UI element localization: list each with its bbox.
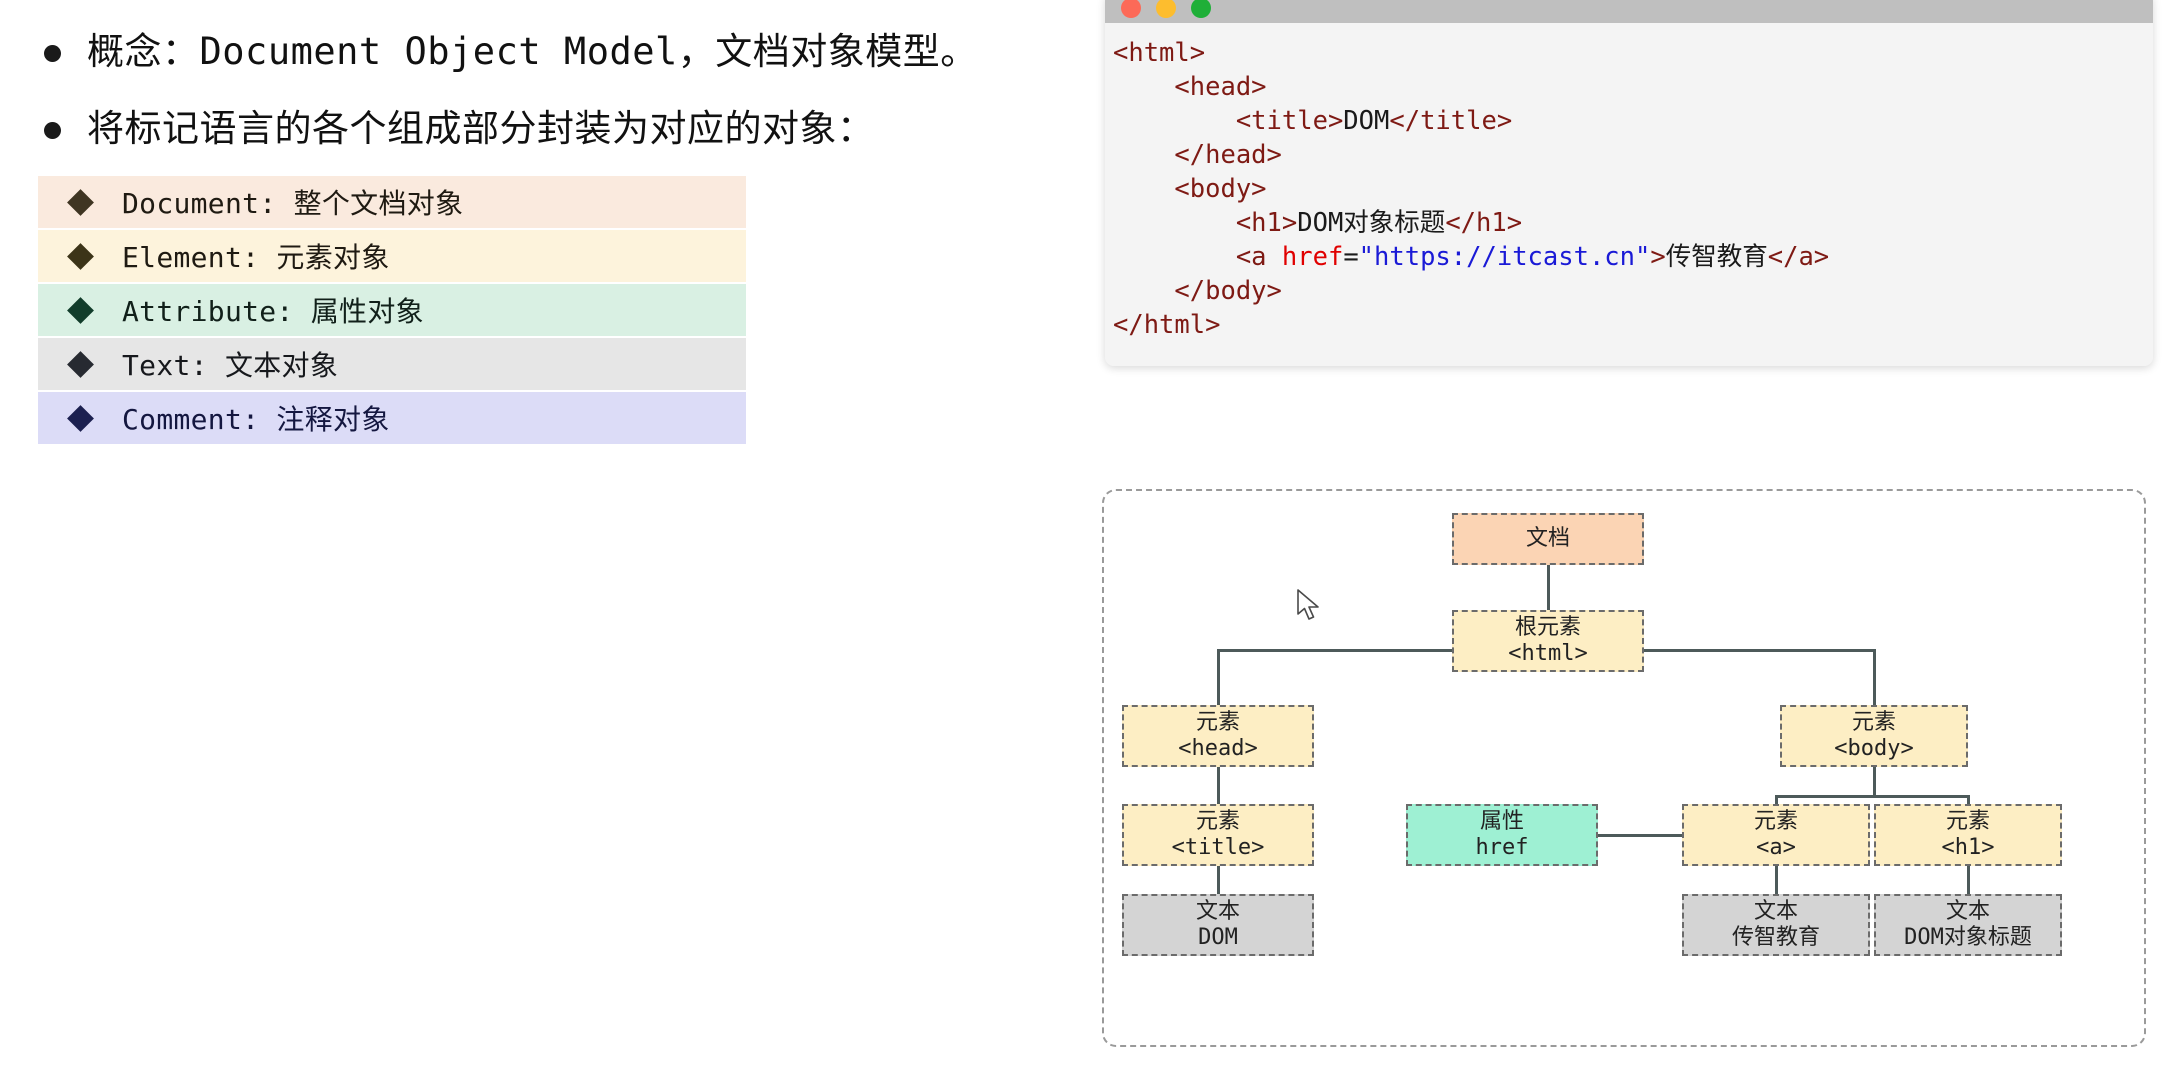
tree-node-body: 元素<body> xyxy=(1780,705,1968,767)
list-item-document: Document: 整个文档对象 xyxy=(38,176,746,228)
code-content[interactable]: <html> <head> <title>DOM</title> </head>… xyxy=(1105,23,2153,367)
tree-node-kind-label: 元素 xyxy=(1195,808,1240,834)
mouse-cursor-icon xyxy=(1297,589,1319,620)
code-line: <h1>DOM对象标题</h1> xyxy=(1235,208,1523,239)
code-line: </body> xyxy=(1174,276,1282,307)
diamond-bullet-icon xyxy=(67,296,94,324)
tree-node-h1: 元素<h1> xyxy=(1874,804,2062,866)
tree-node-tag-label: DOM对象标题 xyxy=(1904,925,2032,950)
maximize-dot-icon[interactable] xyxy=(1191,0,1211,18)
dom-object-type-list: Document: 整个文档对象 Element: 元素对象 Attribute… xyxy=(38,176,746,446)
tree-edge-h1-text xyxy=(1966,866,1970,894)
tree-node-title: 元素<title> xyxy=(1122,804,1314,866)
tree-node-kind-label: 文本 xyxy=(1945,898,1990,924)
code-line: <body> xyxy=(1174,174,1267,205)
tree-node-tag-label: DOM xyxy=(1198,925,1238,950)
tree-node-tag-label: <head> xyxy=(1178,736,1258,761)
tree-node-tag-label: <html> xyxy=(1508,641,1588,666)
slide-content-pane: 概念：Document Object Model，文档对象模型。 将标记语言的各… xyxy=(0,28,978,446)
tree-node-a: 元素<a> xyxy=(1682,804,1870,866)
list-item-label: Element: 元素对象 xyxy=(122,241,390,274)
list-item-label: Text: 文本对象 xyxy=(122,349,339,382)
list-item-label: Document: 整个文档对象 xyxy=(122,187,464,220)
list-item-element: Element: 元素对象 xyxy=(38,230,746,282)
window-title-bar xyxy=(1105,0,2153,23)
tree-node-kind-label: 文本 xyxy=(1195,898,1240,924)
code-line: <head> xyxy=(1174,72,1267,103)
tree-edge-document-html xyxy=(1546,565,1550,610)
code-line: <html> xyxy=(1113,38,1206,68)
tree-node-tag-label: 传智教育 xyxy=(1731,925,1820,950)
tree-node-kind-label: 元素 xyxy=(1195,709,1240,735)
tree-node-tag-label: href xyxy=(1475,835,1529,860)
bullet-text-encapsulation: 将标记语言的各个组成部分封装为对应的对象： xyxy=(87,107,875,150)
tree-node-kind-label: 文档 xyxy=(1525,525,1570,551)
tree-node-tag-label: <a> xyxy=(1756,835,1796,860)
tree-node-kind-label: 根元素 xyxy=(1514,614,1581,640)
bullet-text-concept: 概念：Document Object Model，文档对象模型。 xyxy=(87,30,978,73)
tree-node-document: 文档 xyxy=(1452,513,1644,565)
diamond-bullet-icon xyxy=(67,242,94,270)
tree-node-tag-label: <body> xyxy=(1834,736,1914,761)
tree-node-tag-label: <title> xyxy=(1171,835,1265,860)
bullet-item-concept: 概念：Document Object Model，文档对象模型。 xyxy=(0,28,978,75)
tree-node-kind-label: 元素 xyxy=(1945,808,1990,834)
tree-node-html: 根元素<html> xyxy=(1452,610,1644,672)
tree-edge-head-title xyxy=(1216,767,1220,804)
tree-node-kind-label: 元素 xyxy=(1851,709,1896,735)
tree-node-tag-label: <h1> xyxy=(1941,835,1995,860)
tree-node-kind-label: 文本 xyxy=(1753,898,1798,924)
tree-edge-body-a xyxy=(1774,795,1778,804)
tree-node-kind-label: 属性 xyxy=(1479,808,1524,834)
tree-edge-body-bus xyxy=(1774,795,1970,798)
bullet-item-encapsulation: 将标记语言的各个组成部分封装为对应的对象： xyxy=(0,105,875,152)
list-item-label: Comment: 注释对象 xyxy=(122,403,390,436)
list-item-text: Text: 文本对象 xyxy=(38,338,746,390)
code-line: </head> xyxy=(1174,140,1282,171)
minimize-dot-icon[interactable] xyxy=(1156,0,1176,18)
list-item-label: Attribute: 属性对象 xyxy=(122,295,424,328)
list-item-comment: Comment: 注释对象 xyxy=(38,392,746,444)
close-dot-icon[interactable] xyxy=(1121,0,1141,18)
tree-edge-body-stem xyxy=(1872,767,1876,795)
tree-node-text-ict: 文本传智教育 xyxy=(1682,894,1870,956)
tree-node-kind-label: 元素 xyxy=(1753,808,1798,834)
tree-edge-html-body xyxy=(1872,649,1876,705)
diamond-bullet-icon xyxy=(67,404,94,432)
diamond-bullet-icon xyxy=(67,188,94,216)
diamond-bullet-icon xyxy=(67,350,94,378)
list-item-attribute: Attribute: 属性对象 xyxy=(38,284,746,336)
code-line: <title>DOM</title> xyxy=(1235,106,1513,137)
tree-node-head: 元素<head> xyxy=(1122,705,1314,767)
code-line: </html> xyxy=(1113,310,1221,341)
code-editor-window: <html> <head> <title>DOM</title> </head>… xyxy=(1105,0,2153,367)
tree-edge-title-text xyxy=(1216,866,1220,894)
bullet-dot-icon xyxy=(44,45,61,62)
bullet-dot-icon xyxy=(44,122,61,139)
code-line: <a href="https://itcast.cn">传智教育</a> xyxy=(1235,242,1830,273)
tree-edge-html-head xyxy=(1216,649,1220,705)
tree-edge-a-href xyxy=(1598,833,1682,837)
tree-edge-body-h1 xyxy=(1966,795,1970,804)
tree-edge-a-text xyxy=(1774,866,1778,894)
